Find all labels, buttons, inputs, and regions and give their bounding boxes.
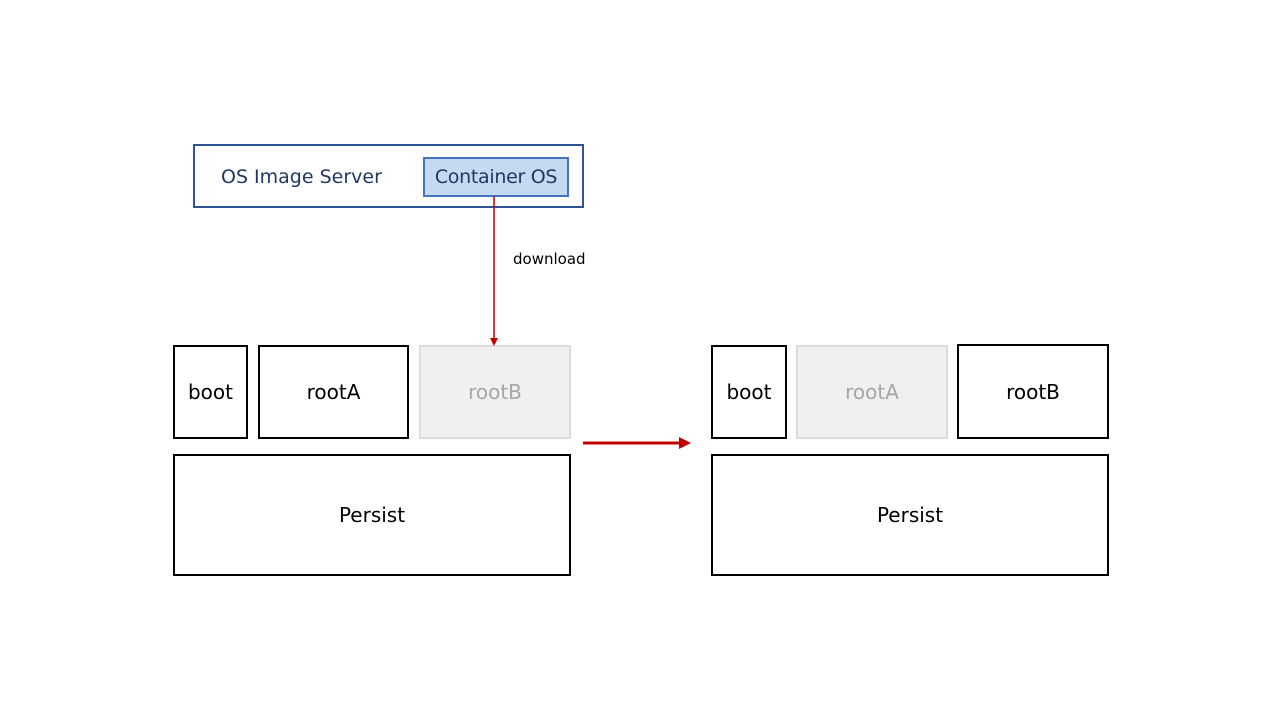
os-image-server: OS Image Server Container OS — [193, 144, 584, 208]
before-boot-partition: boot — [173, 345, 248, 439]
after-boot-partition: boot — [711, 345, 787, 439]
after-rootB-partition: rootB — [957, 344, 1109, 439]
container-os-image: Container OS — [423, 157, 569, 197]
before-persist-partition: Persist — [173, 454, 571, 576]
download-label: download — [513, 250, 586, 268]
before-rootB-partition: rootB — [419, 345, 571, 439]
download-arrow-head — [490, 338, 498, 346]
before-rootA-partition: rootA — [258, 345, 409, 439]
after-persist-partition: Persist — [711, 454, 1109, 576]
after-rootA-partition: rootA — [796, 345, 948, 439]
transition-arrow-head — [679, 437, 691, 449]
server-label: OS Image Server — [221, 166, 382, 188]
